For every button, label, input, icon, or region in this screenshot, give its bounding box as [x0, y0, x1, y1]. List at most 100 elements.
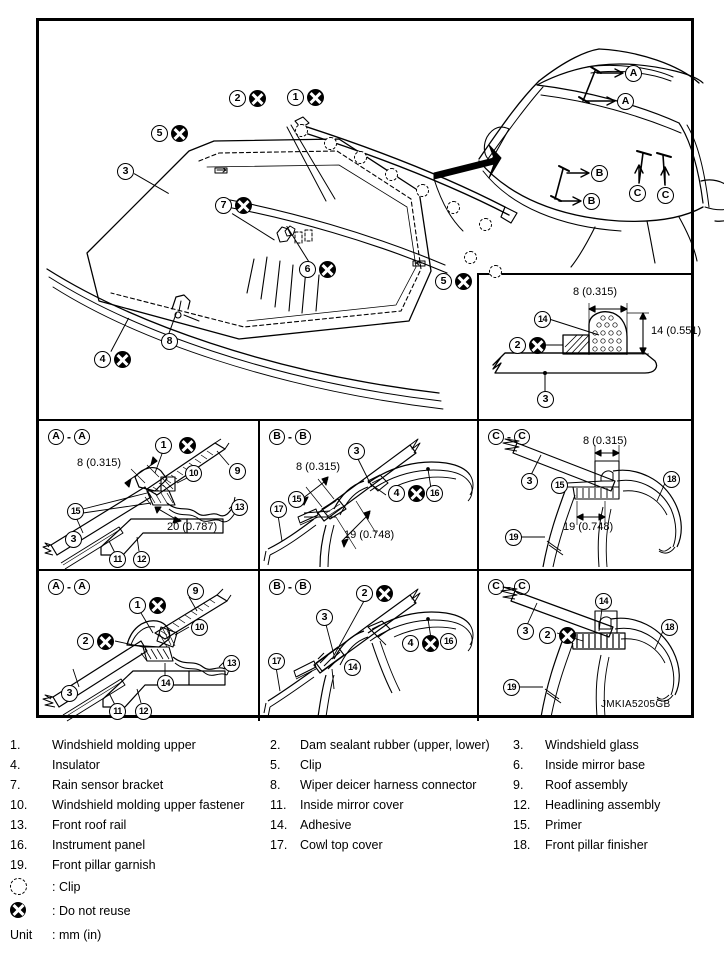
callout-3: 3	[517, 623, 534, 640]
section-letter: B	[295, 429, 311, 445]
callout-13: 13	[231, 499, 248, 516]
section-mark-a: A	[625, 65, 642, 82]
callout-10: 10	[185, 465, 202, 482]
legend-label: Primer	[545, 818, 582, 832]
legend-number: 18.	[513, 838, 531, 852]
callout-12: 12	[135, 703, 152, 720]
callout-12: 12	[133, 551, 150, 568]
section-cc-top-artwork	[502, 438, 682, 568]
legend-label: Inside mirror base	[545, 758, 646, 772]
clip-icon	[354, 151, 367, 164]
callout-11: 11	[109, 703, 126, 720]
do-not-reuse-icon	[235, 197, 252, 214]
do-not-reuse-icon	[455, 273, 472, 290]
legend-label: Dam sealant rubber (upper, lower)	[300, 738, 490, 752]
legend-number: 5.	[270, 758, 281, 772]
legend-label: Front roof rail	[52, 818, 127, 832]
callout-3: 3	[61, 685, 78, 702]
section-panel-aa-bottom: A-A 1 2 9 10 14 13 3 11 12	[39, 571, 258, 722]
section-letter: C	[514, 579, 530, 595]
callout-15: 15	[551, 477, 568, 494]
do-not-reuse-icon	[319, 261, 336, 278]
dimension-20: 20 (0.787)	[167, 521, 218, 533]
clip-icon	[489, 265, 502, 278]
section-letter: A	[48, 429, 64, 445]
legend-number: 16.	[10, 838, 28, 852]
section-letter: A	[74, 579, 90, 595]
callout-11: 11	[109, 551, 126, 568]
clip-icon	[295, 124, 308, 137]
callout-3: 3	[65, 531, 82, 548]
section-mark-c: C	[629, 185, 646, 202]
legend-label: Front pillar garnish	[52, 858, 156, 872]
callout-1: 1	[287, 89, 304, 106]
section-letter: A	[74, 429, 90, 445]
legend-label: Cowl top cover	[300, 838, 383, 852]
legend-number: 1.	[10, 738, 21, 752]
section-mark-a: A	[617, 93, 634, 110]
callout-3: 3	[521, 473, 538, 490]
callout-14: 14	[534, 311, 551, 328]
clip-icon	[324, 137, 337, 150]
callout-19: 19	[503, 679, 520, 696]
callout-5: 5	[151, 125, 168, 142]
dimension-19: 19 (0.748)	[344, 529, 395, 541]
legend-number: 3.	[513, 738, 524, 752]
section-mark-b: B	[591, 165, 608, 182]
do-not-reuse-icon	[249, 90, 266, 107]
do-not-reuse-icon	[114, 351, 131, 368]
callout-3: 3	[348, 443, 365, 460]
detail-inset-artwork	[492, 303, 658, 391]
section-label-aa: A-A	[48, 579, 90, 595]
legend-number: 8.	[270, 778, 281, 792]
do-not-reuse-icon	[179, 437, 196, 454]
callout-18: 18	[661, 619, 678, 636]
section-label-cc: C-C	[488, 429, 530, 445]
callout-4: 4	[402, 635, 419, 652]
callout-6: 6	[299, 261, 316, 278]
callout-19: 19	[505, 529, 522, 546]
legend-label: Insulator	[52, 758, 100, 772]
legend-label: Headlining assembly	[545, 798, 661, 812]
legend-label: Windshield molding upper	[52, 738, 196, 752]
legend-number: 15.	[513, 818, 531, 832]
section-letter: A	[48, 579, 64, 595]
callout-9: 9	[187, 583, 204, 600]
legend-label: Windshield molding upper fastener	[52, 798, 245, 812]
do-not-reuse-icon	[10, 902, 26, 918]
legend-number: 6.	[513, 758, 524, 772]
section-label-aa: A-A	[48, 429, 90, 445]
parts-legend: 1. Windshield molding upper 2. Dam seala…	[0, 730, 724, 960]
dimension-8: 8 (0.315)	[583, 435, 628, 447]
section-label-bb: B-B	[269, 579, 311, 595]
legend-number: 12.	[513, 798, 531, 812]
section-mark-c: C	[657, 187, 674, 204]
do-not-reuse-icon	[408, 485, 425, 502]
section-aa-top-artwork	[42, 438, 238, 570]
callout-16: 16	[426, 485, 443, 502]
legend-number: 19.	[10, 858, 28, 872]
legend-number: 4.	[10, 758, 21, 772]
callout-14: 14	[157, 675, 174, 692]
callout-5: 5	[435, 273, 452, 290]
section-panel-bb-top: B-B 8 (0.315) 19 (0.748) 3 15 4 16 17	[260, 421, 477, 569]
do-not-reuse-icon	[376, 585, 393, 602]
clip-icon	[479, 218, 492, 231]
section-letter: C	[488, 429, 504, 445]
clip-icon	[447, 201, 460, 214]
panel-divider-1	[39, 419, 691, 421]
callout-2: 2	[539, 627, 556, 644]
legend-number: 7.	[10, 778, 21, 792]
legend-label: Front pillar finisher	[545, 838, 648, 852]
legend-number: 13.	[10, 818, 28, 832]
section-letter: B	[269, 429, 285, 445]
callout-3: 3	[537, 391, 554, 408]
callout-17: 17	[270, 501, 287, 518]
do-not-reuse-icon	[149, 597, 166, 614]
callout-1: 1	[129, 597, 146, 614]
legend-number: 10.	[10, 798, 28, 812]
legend-label: Wiper deicer harness connector	[300, 778, 477, 792]
callout-3: 3	[316, 609, 333, 626]
clip-icon	[416, 184, 429, 197]
legend-label: Inside mirror cover	[300, 798, 404, 812]
